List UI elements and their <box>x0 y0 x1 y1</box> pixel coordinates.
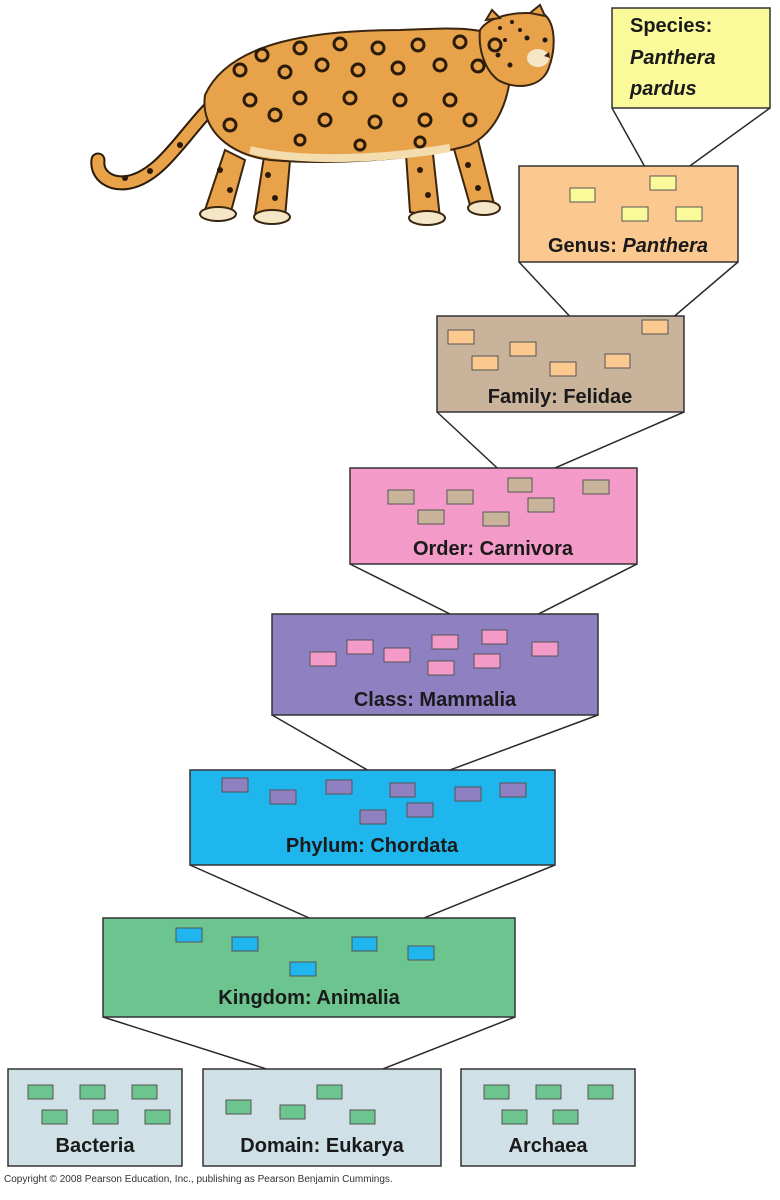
archaea-marker <box>587 1084 614 1100</box>
order-marker <box>481 629 508 645</box>
order-marker <box>427 660 455 676</box>
bacteria-marker <box>144 1109 171 1125</box>
bacteria-marker <box>79 1084 106 1100</box>
archaea-marker <box>535 1084 562 1100</box>
kingdom-box: Kingdom: Animalia <box>102 917 516 1018</box>
family-marker <box>527 497 555 513</box>
class-marker <box>325 779 353 795</box>
family-label: Family: Felidae <box>488 386 633 408</box>
leopard-illustration <box>90 3 555 226</box>
genus-prefix: Genus: <box>548 235 617 257</box>
class-marker <box>389 782 416 798</box>
species-marker <box>569 187 596 203</box>
phylum-marker <box>231 936 259 952</box>
genus-marker <box>604 353 631 369</box>
order-marker <box>473 653 501 669</box>
family-marker <box>417 509 445 525</box>
phylum-box: Phylum: Chordata <box>189 769 556 866</box>
family-marker <box>482 511 510 527</box>
genus-marker <box>509 341 537 357</box>
family-marker <box>582 479 610 495</box>
domain-bacteria-box: Bacteria <box>7 1068 183 1167</box>
class-marker <box>406 802 434 818</box>
species-marker <box>649 175 677 191</box>
order-marker <box>346 639 374 655</box>
kingdom-marker <box>279 1104 306 1120</box>
class-marker <box>269 789 297 805</box>
family-marker <box>507 477 533 493</box>
family-box: Family: Felidae <box>436 315 685 413</box>
bacteria-label: Bacteria <box>56 1135 136 1157</box>
phylum-marker <box>407 945 435 961</box>
order-marker <box>383 647 411 663</box>
species-marker <box>621 206 649 222</box>
kingdom-marker <box>225 1099 252 1115</box>
svg-text:Genus: Panthera: Genus: Panthera <box>548 235 708 257</box>
kingdom-label: Kingdom: Animalia <box>218 987 400 1009</box>
class-marker <box>454 786 482 802</box>
genus-box: Genus: Panthera <box>518 165 739 263</box>
bacteria-marker <box>92 1109 119 1125</box>
archaea-label: Archaea <box>509 1135 589 1157</box>
genus-marker <box>549 361 577 377</box>
genus-marker <box>641 319 669 335</box>
phylum-marker <box>289 961 317 977</box>
archaea-marker <box>552 1109 579 1125</box>
kingdom-marker <box>316 1084 343 1100</box>
bacteria-marker <box>41 1109 68 1125</box>
phylum-marker <box>351 936 378 952</box>
family-marker <box>446 489 474 505</box>
phylum-label: Phylum: Chordata <box>286 835 459 857</box>
class-marker <box>359 809 387 825</box>
archaea-marker <box>501 1109 528 1125</box>
kingdom-marker <box>349 1109 376 1125</box>
species-epithet: pardus <box>629 78 697 100</box>
order-label: Order: Carnivora <box>413 538 574 560</box>
bacteria-marker <box>131 1084 158 1100</box>
class-box: Class: Mammalia <box>271 613 599 716</box>
species-marker <box>675 206 703 222</box>
phylum-marker <box>175 927 203 943</box>
class-marker <box>221 777 249 793</box>
order-box: Order: Carnivora <box>349 467 638 565</box>
species-genus-name: Panthera <box>630 47 716 69</box>
species-box: Species: Panthera pardus <box>611 7 771 109</box>
order-marker <box>531 641 559 657</box>
species-prefix: Species: <box>630 15 712 37</box>
archaea-marker <box>483 1084 510 1100</box>
genus-marker <box>447 329 475 345</box>
order-marker <box>309 651 337 667</box>
order-marker <box>431 634 459 650</box>
bacteria-marker <box>27 1084 54 1100</box>
genus-marker <box>471 355 499 371</box>
copyright-notice: Copyright © 2008 Pearson Education, Inc.… <box>4 1174 393 1185</box>
family-marker <box>387 489 415 505</box>
class-marker <box>499 782 527 798</box>
domain-eukarya-box: Domain: Eukarya <box>202 1068 442 1167</box>
svg-text:Species:: Species: <box>630 15 712 37</box>
class-label: Class: Mammalia <box>354 689 517 711</box>
genus-name: Panthera <box>622 235 708 257</box>
domain-archaea-box: Archaea <box>460 1068 636 1167</box>
eukarya-label: Domain: Eukarya <box>240 1135 404 1157</box>
